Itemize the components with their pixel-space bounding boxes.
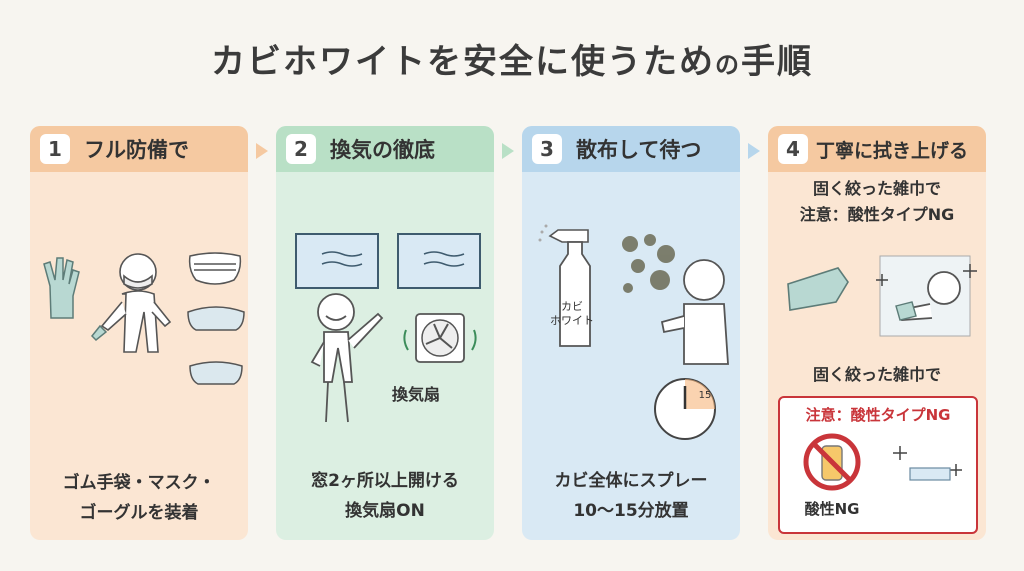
spray-bottle-icon (538, 224, 591, 347)
step-4-card: 4 丁寧に拭き上げる 固く絞った雑巾で 注意：酸性タイプNG 固く絞った雑巾で … (768, 126, 986, 540)
step-2-caption-line1: 窓2ヶ所以上開ける (311, 471, 459, 491)
step-2-header: 2 換気の徹底 (276, 126, 494, 172)
wiping-illustration (787, 255, 977, 337)
bottle-label-line1: カビ (561, 300, 583, 313)
step-1-caption-line1: ゴム手袋・マスク・ (62, 473, 216, 493)
step-4-label: 丁寧に拭き上げる (816, 139, 969, 162)
fan-label: 換気扇 (391, 385, 440, 404)
timer-icon (654, 378, 716, 440)
step-2-number: 2 (286, 134, 316, 164)
step-1-card: 1 フル防備で ゴム手袋・マスク・ ゴーグルを装着 (30, 126, 248, 540)
open-windows-illustration (295, 233, 481, 289)
fan-icon (403, 313, 477, 363)
step-3-card: 3 散布して待つ カビ ホワイト 15 カビ全体にスプレー 10〜15分放置 (522, 126, 740, 540)
step-1-caption-line2: ゴーグルを装着 (79, 503, 199, 523)
step-2-caption-line2: 換気扇ON (345, 501, 425, 521)
step-2-to-3-arrow (502, 143, 514, 159)
acid-warning-box: 注意：酸性タイプNG 酸性NG (778, 396, 978, 534)
step-3-caption-line2: 10〜15分放置 (573, 501, 689, 521)
step-2-card: 2 換気の徹底 換気扇 窓2ヶ所以上開ける 換気扇ON (276, 126, 494, 540)
step-4-header: 4 丁寧に拭き上げる (768, 126, 986, 172)
protective-gear-illustration (43, 252, 245, 385)
sparkle-icon (893, 446, 962, 481)
step-1-number: 1 (40, 134, 70, 164)
acid-ng-label: 酸性NG (804, 500, 860, 518)
step-4-note-line2: 注意：酸性タイプNG (799, 205, 955, 224)
step-3-to-4-arrow (748, 143, 760, 159)
timer-label: 15 (698, 390, 712, 401)
warning-title: 注意：酸性タイプNG (805, 406, 951, 424)
step-3-number: 3 (532, 134, 562, 164)
person-spraying-illustration (660, 259, 729, 365)
step-4-note-line1: 固く絞った雑巾で (812, 179, 941, 198)
step-2-label: 換気の徹底 (330, 138, 435, 162)
step-4-note-line3: 固く絞った雑巾で (812, 365, 941, 384)
person-pointing-illustration (310, 293, 384, 423)
step-4-number: 4 (778, 134, 808, 164)
page-title: カビホワイトを安全に使うための手順 (211, 42, 813, 82)
no-acid-icon (803, 433, 861, 491)
step-3-caption-line1: カビ全体にスプレー (554, 471, 708, 491)
step-3-label: 散布して待つ (576, 138, 702, 162)
step-3-header: 3 散布して待つ (522, 126, 740, 172)
step-1-label: フル防備で (84, 138, 189, 162)
step-1-header: 1 フル防備で (30, 126, 248, 172)
mold-spots-illustration (622, 234, 675, 293)
step-1-to-2-arrow (256, 143, 268, 159)
bottle-label-line2: ホワイト (550, 314, 594, 327)
